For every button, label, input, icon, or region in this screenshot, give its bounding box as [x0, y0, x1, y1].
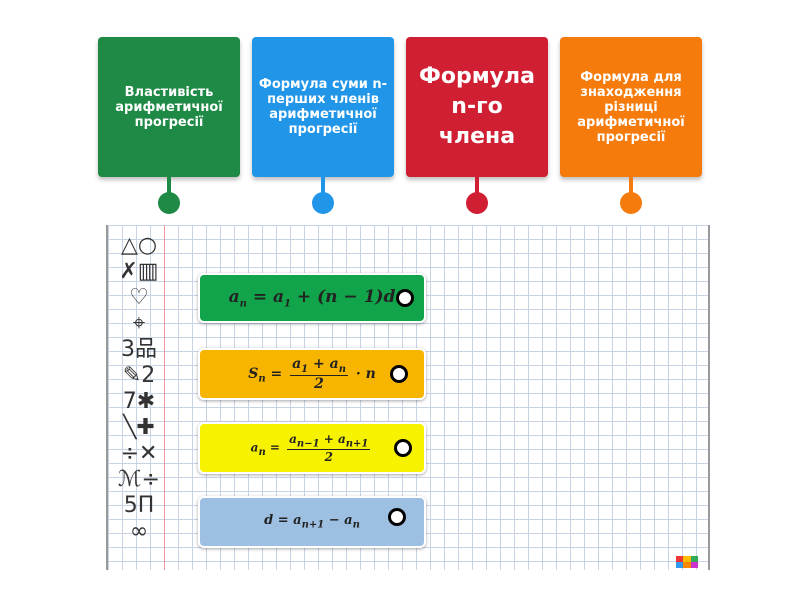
- doodle: △○: [120, 233, 158, 258]
- doodle: ✎2: [122, 363, 156, 388]
- connector: [629, 177, 633, 193]
- category-card-difference[interactable]: Формула для знаходження різниці арифмети…: [560, 37, 702, 177]
- doodle: ÷✕: [120, 441, 158, 466]
- doodle: 7✱: [122, 389, 156, 414]
- margin-line: [164, 225, 165, 570]
- doodle: ℳ÷: [118, 467, 160, 492]
- drop-target-dot[interactable]: [312, 192, 334, 214]
- drop-target-dot[interactable]: [620, 192, 642, 214]
- formula-card-nth-term[interactable]: an = a1 + (n − 1)d: [198, 273, 426, 323]
- doodle: ✗▥: [119, 259, 159, 284]
- drag-handle-ring-icon[interactable]: [390, 365, 408, 383]
- drag-handle-ring-icon[interactable]: [394, 439, 412, 457]
- category-card-property[interactable]: Властивість арифметичної прогресії: [98, 37, 240, 177]
- connector: [321, 177, 325, 193]
- drag-handle-ring-icon[interactable]: [396, 289, 414, 307]
- app-logo-icon: [676, 556, 698, 568]
- doodle: 5Π: [123, 493, 155, 518]
- drag-handle-ring-icon[interactable]: [388, 508, 406, 526]
- doodle: ╲✚: [123, 415, 155, 440]
- formula-text: d = an+1 − an: [264, 513, 360, 531]
- formula-text: an = a1 + (n − 1)d: [228, 286, 396, 310]
- formula-card-difference[interactable]: d = an+1 − an: [198, 496, 426, 548]
- doodle: ∞: [129, 519, 149, 544]
- drop-target-dot[interactable]: [158, 192, 180, 214]
- connector: [167, 177, 171, 193]
- math-doodles-decoration: △○ ✗▥ ♡ ⌖ 3品 ✎2 7✱ ╲✚ ÷✕ ℳ÷ 5Π ∞: [114, 233, 164, 545]
- connector: [475, 177, 479, 193]
- drop-target-dot[interactable]: [466, 192, 488, 214]
- category-card-sum-formula[interactable]: Формула суми n-перших членів арифметично…: [252, 37, 394, 177]
- doodle: 3品: [121, 337, 157, 362]
- category-card-nth-term[interactable]: Формула n-го члена: [406, 37, 548, 177]
- doodle: ♡: [129, 285, 149, 310]
- doodle: ⌖: [132, 311, 146, 336]
